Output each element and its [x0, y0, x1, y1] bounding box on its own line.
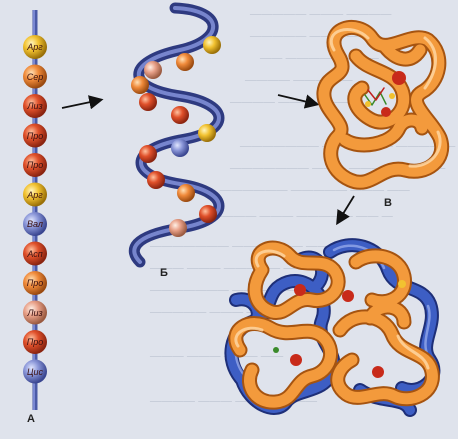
amino-acid-label: Арг	[17, 40, 53, 54]
amino-acid-label: Про	[17, 158, 53, 172]
alpha-helix	[131, 8, 221, 262]
panel-label-b: Б	[160, 267, 168, 279]
amino-acid-label: Сер	[17, 70, 53, 84]
amino-acid-label: Арг	[17, 188, 53, 202]
tertiary-structure	[324, 27, 442, 182]
arrow-to-quaternary	[338, 196, 354, 222]
arrow-to-tertiary	[278, 95, 316, 104]
amino-acid-label: Вал	[17, 217, 53, 231]
amino-acid-label: Асп	[17, 247, 53, 261]
amino-acid-label: Про	[17, 276, 53, 290]
panel-label-a: А	[27, 413, 35, 425]
amino-acid-label: Лиз	[17, 306, 53, 320]
amino-acid-label: Цис	[17, 365, 53, 379]
amino-acid-label: Лиз	[17, 99, 53, 113]
arrow-to-helix	[62, 100, 100, 108]
panel-label-v: В	[384, 197, 392, 209]
amino-acid-label: Про	[17, 335, 53, 349]
amino-acid-label: Про	[17, 129, 53, 143]
quaternary-orange-chains	[236, 248, 433, 402]
